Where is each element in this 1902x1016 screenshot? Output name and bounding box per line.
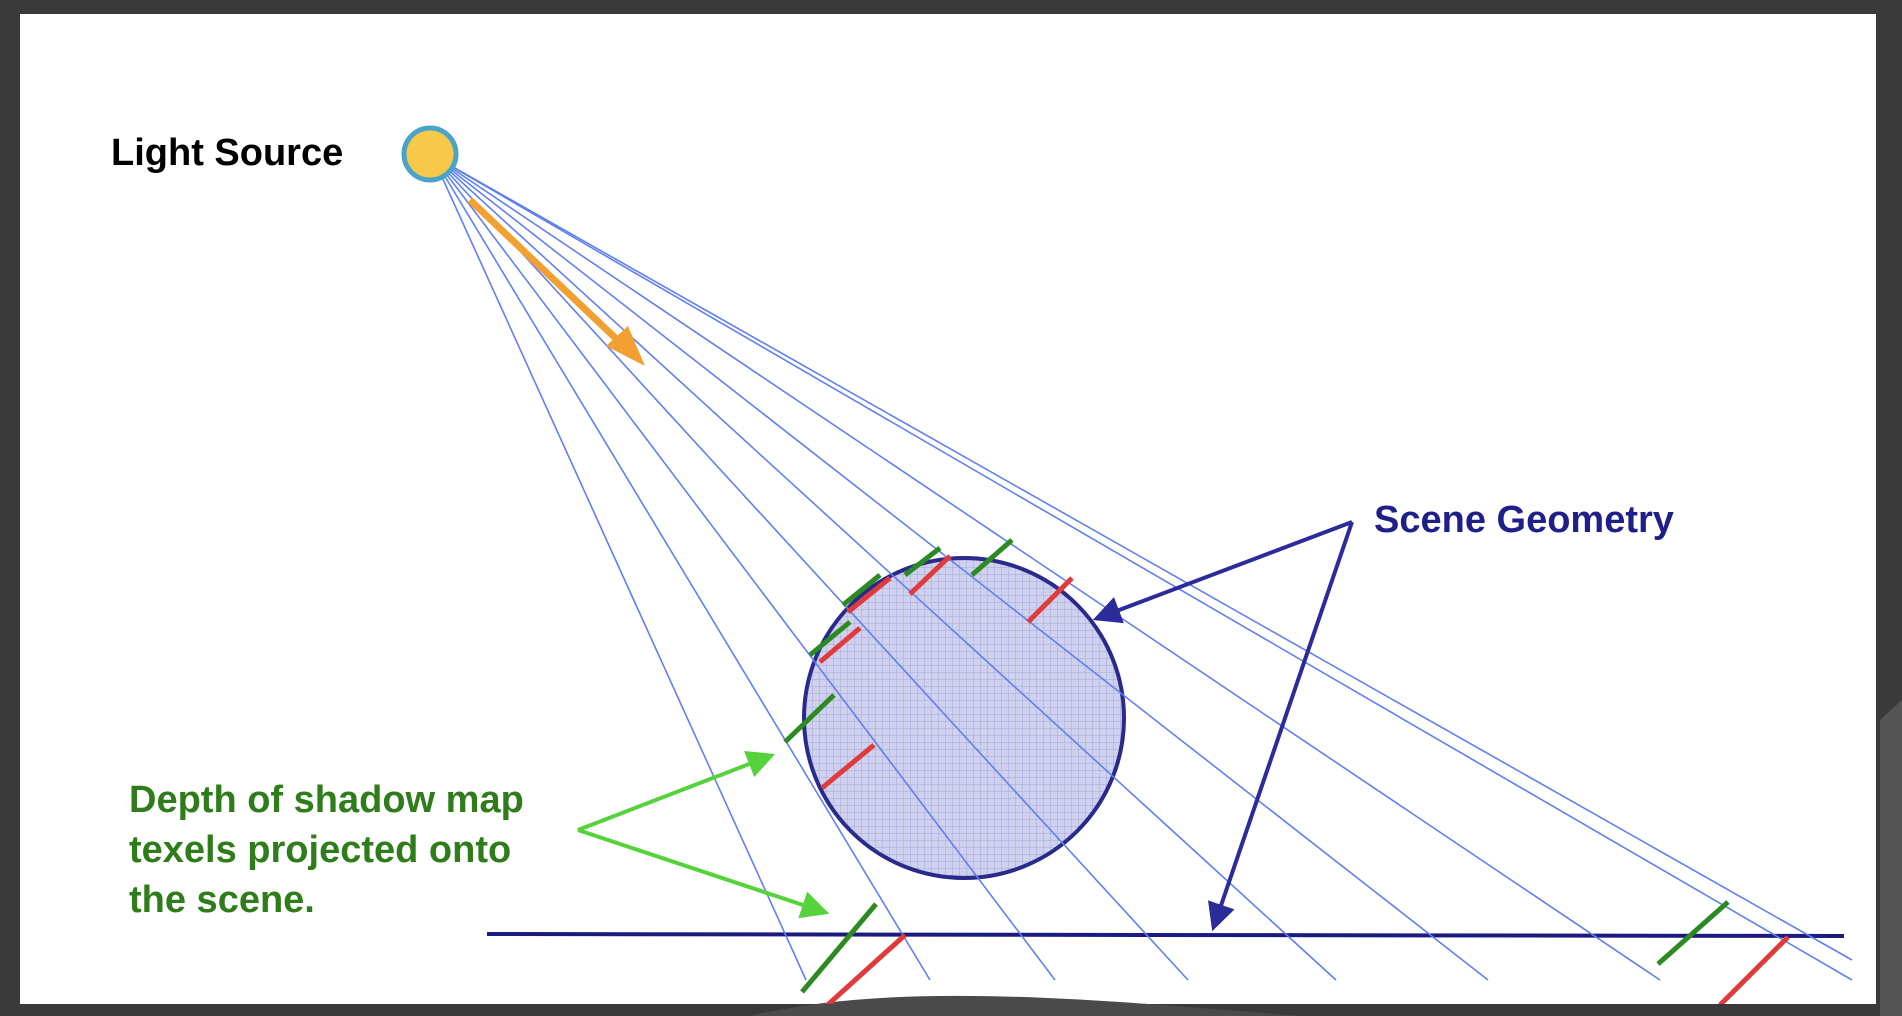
- depth-label-arrows: [577, 750, 830, 919]
- depth-texels-label: Depth of shadow map texels projected ont…: [129, 775, 524, 925]
- light-rays: [431, 154, 1853, 981]
- light-source-label: Light Source: [111, 132, 344, 174]
- scene-geometry-arrows: [1092, 520, 1354, 932]
- texel-depth-marks-green: [783, 538, 1730, 994]
- light-direction-arrow-icon: [467, 197, 645, 366]
- scene-geometry-label: Scene Geometry: [1374, 499, 1674, 541]
- scene-sphere: [802, 556, 1126, 880]
- depth-label-line-2: texels projected onto: [129, 829, 512, 871]
- depth-label-line-1: Depth of shadow map: [129, 779, 524, 821]
- scene-ground-plane: [486, 932, 1845, 938]
- texel-depth-marks-red: [818, 554, 1790, 1004]
- light-source-circle-icon: [401, 125, 459, 183]
- depth-label-line-3: the scene.: [129, 879, 315, 921]
